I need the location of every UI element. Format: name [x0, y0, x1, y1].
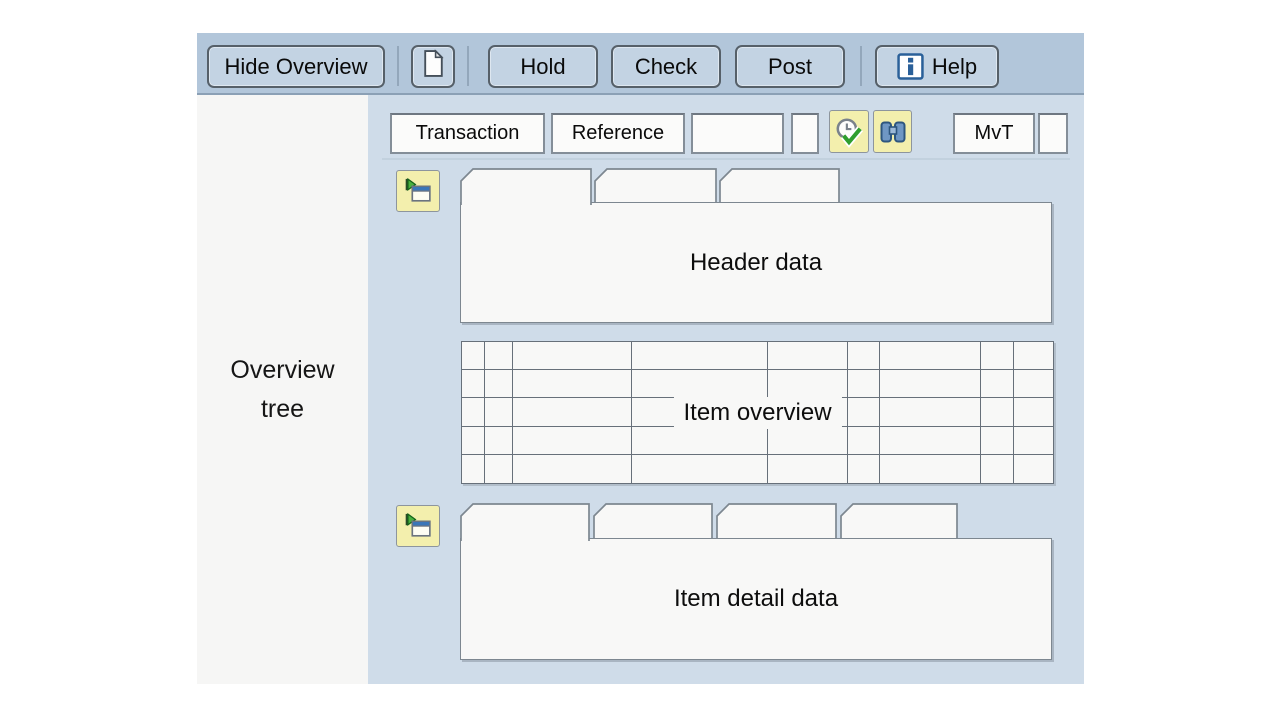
item-overview-label: Item overview: [673, 396, 842, 429]
grid-cell[interactable]: [768, 454, 849, 483]
grid-cell[interactable]: [767, 342, 849, 371]
expand-window-icon: [403, 177, 434, 206]
grid-cell[interactable]: [462, 370, 485, 399]
grid-cell[interactable]: [880, 342, 982, 371]
grid-cell[interactable]: [848, 342, 881, 371]
help-label: Help: [931, 53, 978, 79]
transaction-select[interactable]: Transaction: [390, 113, 545, 154]
grid-cell[interactable]: [848, 398, 881, 427]
grid-cell[interactable]: [631, 342, 768, 371]
check-label: Check: [634, 53, 698, 79]
grid-cell[interactable]: [981, 370, 1015, 399]
reference-select[interactable]: Reference: [551, 113, 685, 154]
overview-tree-panel[interactable]: Overview tree: [197, 95, 368, 684]
detail-tab-4[interactable]: [840, 503, 958, 538]
grid-cell[interactable]: [462, 454, 485, 483]
header-tab-2[interactable]: [594, 168, 717, 202]
grid-cell[interactable]: [1014, 342, 1053, 371]
toolbar-separator: [467, 46, 469, 86]
info-icon: [897, 53, 924, 80]
grid-cell[interactable]: [462, 398, 485, 427]
grid-cell[interactable]: [981, 398, 1015, 427]
grid-cell[interactable]: [981, 454, 1015, 483]
grid-cell[interactable]: [1014, 427, 1053, 455]
hide-overview-label: Hide Overview: [224, 53, 368, 79]
grid-cell[interactable]: [848, 454, 881, 483]
grid-cell[interactable]: [1014, 455, 1053, 483]
main-area: Transaction Reference: [368, 95, 1084, 684]
grid-cell[interactable]: [981, 342, 1015, 371]
detail-expand-button[interactable]: [396, 505, 440, 547]
hold-button[interactable]: Hold: [488, 45, 598, 88]
toolbar-separator: [860, 46, 862, 86]
check-button[interactable]: Check: [611, 45, 721, 88]
execute-button[interactable]: [829, 110, 869, 153]
grid-cell[interactable]: [631, 370, 768, 399]
year-field[interactable]: [791, 113, 819, 154]
post-label: Post: [767, 53, 813, 79]
grid-cell[interactable]: [512, 342, 632, 371]
grid-cell[interactable]: [484, 426, 513, 455]
movement-type-field[interactable]: MvT: [953, 113, 1035, 154]
transaction-label: Transaction: [415, 122, 520, 144]
find-button[interactable]: [873, 110, 912, 153]
hold-label: Hold: [520, 53, 566, 79]
grid-cell[interactable]: [767, 370, 849, 399]
toolbar-separator: [397, 46, 399, 86]
grid-cell[interactable]: [512, 370, 632, 399]
grid-cell[interactable]: [512, 426, 632, 455]
grid-cell[interactable]: [767, 426, 849, 455]
blank-page-icon: [421, 49, 446, 84]
grid-cell[interactable]: [485, 454, 513, 483]
grid-cell[interactable]: [880, 370, 982, 399]
grid-cell[interactable]: [880, 426, 982, 455]
grid-cell[interactable]: [462, 426, 485, 455]
item-overview-table: Item overview: [461, 341, 1054, 484]
detail-tab-3[interactable]: [716, 503, 837, 538]
post-button[interactable]: Post: [735, 45, 845, 88]
expand-window-icon: [403, 512, 434, 541]
hide-overview-button[interactable]: Hide Overview: [207, 45, 385, 88]
grid-cell[interactable]: [631, 426, 768, 455]
reference-label: Reference: [571, 122, 665, 144]
grid-cell[interactable]: [880, 454, 982, 483]
grid-cell[interactable]: [880, 398, 982, 427]
grid-cell[interactable]: [632, 454, 768, 483]
movement-type-label: MvT: [974, 122, 1014, 144]
item-detail-panel: Item detail data: [460, 538, 1052, 660]
detail-tab-2[interactable]: [593, 503, 713, 538]
fields-row-divider: [382, 158, 1070, 160]
detail-tab-1[interactable]: [460, 503, 590, 541]
grid-cell[interactable]: [1014, 398, 1053, 427]
header-tab-3[interactable]: [719, 168, 840, 202]
grid-cell[interactable]: [848, 426, 881, 455]
clock-check-icon: [833, 116, 865, 148]
grid-cell[interactable]: [462, 342, 485, 371]
new-document-button[interactable]: [411, 45, 455, 88]
header-data-panel: Header data: [460, 202, 1052, 323]
toolbar: Hide Overview document.currentScript.pre…: [197, 33, 1084, 95]
grid-cell[interactable]: [484, 370, 513, 399]
grid-cell[interactable]: [513, 454, 632, 483]
grid-cell[interactable]: [512, 398, 632, 427]
grid-cell[interactable]: [848, 370, 881, 399]
header-data-label: Header data: [689, 248, 823, 276]
help-button[interactable]: Help: [875, 45, 999, 88]
sap-movement-window: Hide Overview document.currentScript.pre…: [197, 33, 1084, 684]
grid-cell[interactable]: [981, 426, 1015, 455]
stock-type-field[interactable]: [1038, 113, 1068, 154]
header-expand-button[interactable]: [396, 170, 440, 212]
document-number-field[interactable]: [691, 113, 784, 154]
header-tab-1[interactable]: [460, 168, 592, 205]
binoculars-icon: [878, 117, 908, 147]
grid-cell[interactable]: [484, 342, 513, 371]
grid-cell[interactable]: [1014, 370, 1053, 399]
grid-cell[interactable]: [484, 398, 513, 427]
item-detail-label: Item detail data: [673, 585, 839, 612]
overview-tree-label: Overview tree: [230, 355, 335, 423]
